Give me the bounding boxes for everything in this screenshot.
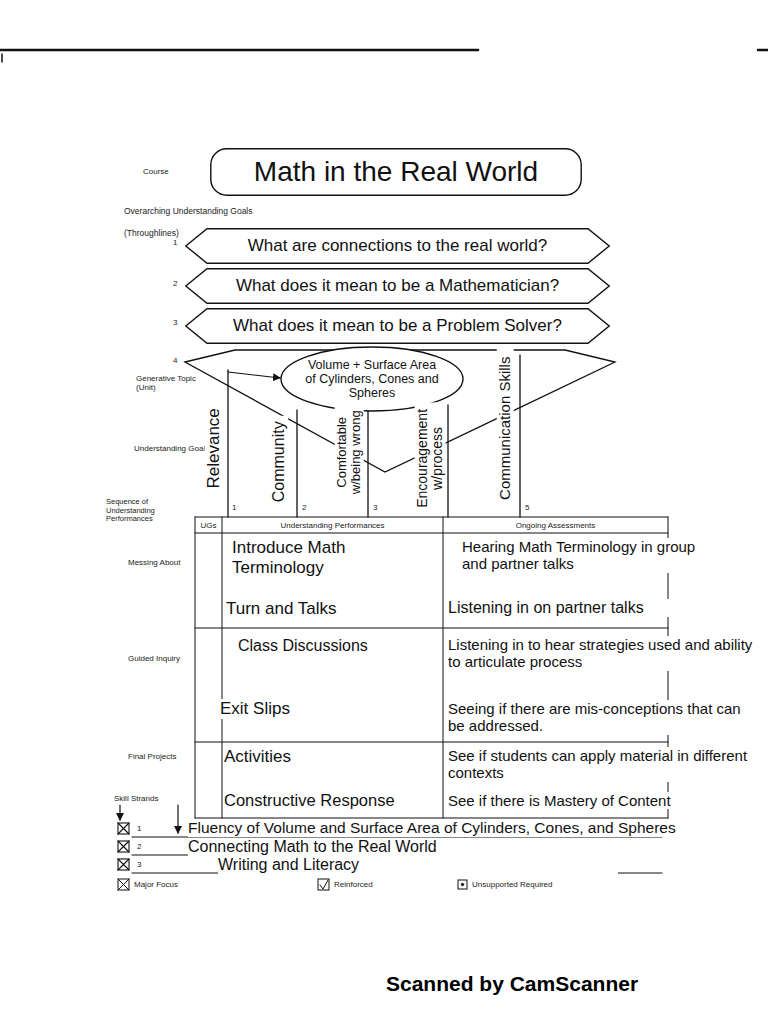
generative-topic-band bbox=[185, 350, 615, 472]
goal-number: 3 bbox=[373, 503, 383, 512]
outline bbox=[211, 149, 581, 195]
field-label: Overarching Understanding Goals (Through… bbox=[124, 200, 274, 244]
legend-symbols bbox=[118, 879, 467, 890]
column-header: UGs bbox=[196, 521, 221, 530]
outline bbox=[186, 269, 609, 303]
strand-checkboxes bbox=[118, 823, 129, 870]
goal-line bbox=[519, 355, 520, 517]
skill-strand: Connecting Math to the Real World bbox=[188, 838, 668, 856]
outline bbox=[186, 309, 609, 343]
strand-number: 3 bbox=[137, 860, 147, 869]
node-text: What does it mean to be a Problem Solver… bbox=[233, 316, 562, 335]
band-number: 2 bbox=[173, 279, 183, 288]
corner-mark bbox=[1, 54, 3, 62]
row-label: Guided Inquiry bbox=[128, 654, 188, 663]
table-cell: Listening in to hear strategies used and… bbox=[448, 636, 753, 671]
goal-number: 1 bbox=[232, 503, 242, 512]
table-cell: Class Discussions bbox=[238, 637, 438, 655]
strand-number: 2 bbox=[137, 842, 147, 851]
understanding-goal: Communication Skills bbox=[497, 348, 514, 508]
legend-text: Major Focus bbox=[134, 880, 178, 889]
understanding-goal: Community bbox=[270, 416, 288, 508]
node-text-box: What does it mean to be a Mathematician? bbox=[213, 271, 582, 301]
table-cell: Constructive Response bbox=[224, 791, 440, 810]
skill-strand: Fluency of Volume and Surface Area of Cy… bbox=[188, 819, 763, 837]
watermark: Scanned by CamScanner bbox=[386, 972, 758, 996]
node-text: What does it mean to be a Mathematician? bbox=[236, 276, 559, 295]
table-cell: Turn and Talks bbox=[226, 599, 426, 619]
row-label: Messing About bbox=[128, 558, 188, 567]
node-text: Math in the Real World bbox=[254, 156, 538, 187]
goal-number: 5 bbox=[525, 503, 535, 512]
outline bbox=[281, 347, 463, 411]
row-label: Final Projects bbox=[128, 752, 188, 761]
throughline-band: What does it mean to be a Mathematician? bbox=[185, 268, 610, 304]
band-number: 1 bbox=[173, 238, 183, 247]
strand-arrow bbox=[177, 805, 178, 833]
top-rule bbox=[0, 49, 478, 52]
table-cell: Activities bbox=[224, 747, 424, 767]
node-text-box: What are connections to the real world? bbox=[213, 231, 582, 261]
field-label: Understanding Goals bbox=[134, 444, 214, 453]
table-cell: Seeing if there are mis-conceptions that… bbox=[448, 700, 748, 735]
understanding-goal: Encouragement w/process bbox=[415, 402, 446, 514]
table-cell: Listening in on partner talks bbox=[448, 599, 710, 617]
goal-line bbox=[296, 410, 297, 517]
node-text-box: Volume + Surface Area of Cylinders, Cone… bbox=[302, 351, 442, 407]
throughline-band: What does it mean to be a Problem Solver… bbox=[185, 308, 610, 344]
band-number: 3 bbox=[173, 318, 183, 327]
band-number: 4 bbox=[173, 356, 183, 365]
understanding-goal: Relevance bbox=[205, 392, 224, 504]
goal-line bbox=[447, 405, 448, 517]
column-header: Ongoing Assessments bbox=[444, 521, 667, 530]
strand-arrow bbox=[119, 805, 120, 820]
top-rule bbox=[758, 49, 768, 52]
node-text: What are connections to the real world? bbox=[248, 236, 548, 255]
goal-line bbox=[367, 410, 368, 517]
course-box: Math in the Real World bbox=[210, 148, 582, 196]
pointer-arrow bbox=[228, 372, 280, 378]
strand-number: 1 bbox=[137, 824, 147, 833]
row-label: Skill Strands bbox=[114, 794, 174, 803]
table-cell: Exit Slips bbox=[220, 699, 420, 719]
field-label: Sequence of Understanding Performances bbox=[106, 498, 186, 524]
table-cell: Hearing Math Terminology in group and pa… bbox=[462, 538, 724, 573]
legend-text: Unsupported Required bbox=[472, 880, 553, 889]
goal-line bbox=[227, 370, 228, 517]
goal-number: 2 bbox=[302, 503, 312, 512]
field-label: Course bbox=[143, 167, 193, 176]
outline bbox=[186, 229, 609, 263]
node-text: Volume + Surface Area of Cylinders, Cone… bbox=[302, 358, 442, 400]
node-text-box: What does it mean to be a Problem Solver… bbox=[213, 311, 582, 341]
throughline-band: What are connections to the real world? bbox=[185, 228, 610, 264]
node-text-box: Math in the Real World bbox=[228, 152, 564, 192]
field-label: Generative Topic (Unit) bbox=[136, 374, 208, 392]
table-cell: See if there is Mastery of Content bbox=[448, 792, 758, 809]
column-header: Understanding Performances bbox=[223, 521, 442, 530]
understanding-goal: Comfortable w/being wrong bbox=[335, 403, 364, 501]
table-cell: Introduce Math Terminology bbox=[232, 538, 382, 577]
legend-text: Reinforced bbox=[334, 880, 373, 889]
table-cell: See if students can apply material in di… bbox=[448, 747, 753, 782]
skill-strand: Writing and Literacy bbox=[218, 856, 618, 874]
